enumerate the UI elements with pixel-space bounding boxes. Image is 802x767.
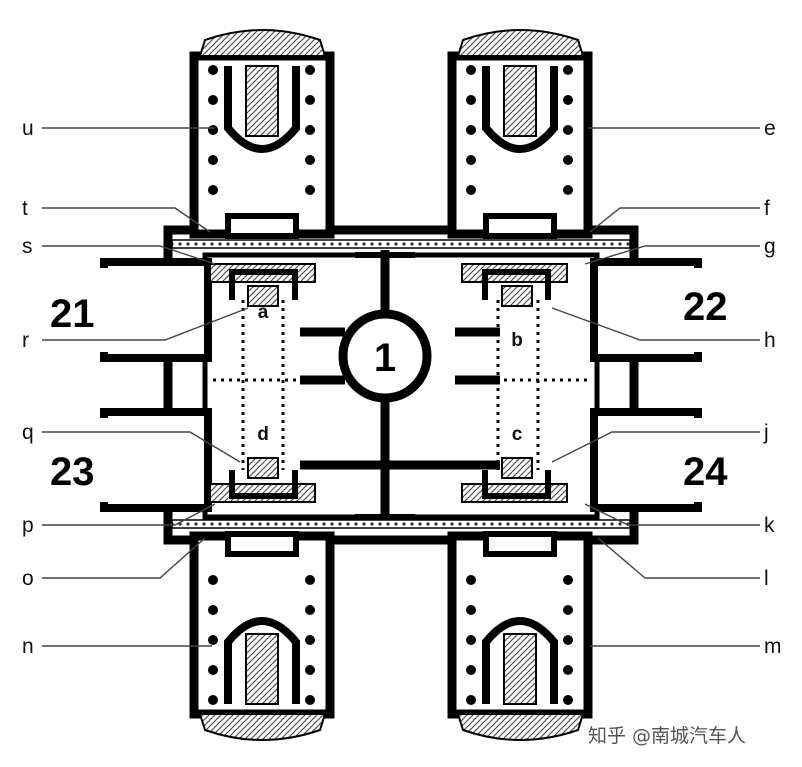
label-n: n: [22, 635, 34, 658]
spring-coil: [466, 125, 476, 135]
spring-coil: [305, 155, 315, 165]
label-t: t: [22, 197, 28, 220]
label-o: o: [22, 567, 34, 590]
spring-coil: [563, 605, 573, 615]
spring-coil: [563, 65, 573, 75]
label-h: h: [764, 329, 776, 352]
port-pipe-22: [590, 258, 702, 362]
spring-coils: [208, 65, 573, 705]
spring-coil: [563, 125, 573, 135]
spring-coil: [208, 185, 218, 195]
spring-coil: [305, 635, 315, 645]
spring-coil: [208, 635, 218, 645]
spring-coil: [208, 125, 218, 135]
spring-coil: [466, 185, 476, 195]
spring-coil: [563, 635, 573, 645]
valve-b: [461, 263, 568, 307]
spring-coil: [305, 95, 315, 105]
spring-coil: [208, 695, 218, 705]
spring-coil: [208, 95, 218, 105]
valve-a: [209, 263, 316, 307]
spring-coil: [466, 695, 476, 705]
spring-coil: [208, 575, 218, 585]
inner-label-c: c: [512, 424, 523, 445]
label-e: e: [764, 117, 776, 140]
label-m: m: [764, 635, 782, 658]
label-l: l: [764, 567, 769, 590]
spring-coil: [305, 575, 315, 585]
label-p: p: [22, 514, 34, 537]
leader-lines: [42, 127, 760, 647]
label-g: g: [764, 235, 776, 258]
central-chamber: [338, 309, 432, 403]
label-s: s: [22, 235, 33, 258]
left-labels: u t s r q p o n: [22, 117, 34, 658]
label-u: u: [22, 117, 34, 140]
port-label-21: 21: [50, 292, 95, 336]
valve-body: [100, 29, 702, 741]
spring-coil: [563, 185, 573, 195]
inner-label-b: b: [511, 330, 523, 351]
spring-coil: [208, 155, 218, 165]
port-pipe-23: [100, 408, 212, 512]
label-f: f: [764, 197, 770, 220]
spring-coil: [208, 665, 218, 675]
spring-coil: [563, 95, 573, 105]
port-label-22: 22: [683, 285, 728, 329]
label-r: r: [22, 329, 29, 352]
spring-coil: [208, 605, 218, 615]
spring-coil: [305, 185, 315, 195]
spring-coil: [305, 665, 315, 675]
label-j: j: [763, 421, 769, 444]
spring-housing-bottom-left: [189, 531, 335, 741]
spring-coil: [208, 65, 218, 75]
spring-coil: [305, 605, 315, 615]
spring-coil: [466, 605, 476, 615]
spring-coil: [305, 125, 315, 135]
center-label: 1: [374, 336, 396, 380]
port-label-24: 24: [683, 450, 728, 494]
port-pipe-24: [590, 408, 702, 512]
port-label-23: 23: [50, 450, 95, 494]
spring-coil: [466, 575, 476, 585]
label-q: q: [22, 421, 34, 444]
port-pipe-21: [100, 258, 212, 362]
inner-label-d: d: [257, 424, 269, 445]
valve-c: [461, 457, 568, 503]
spring-coil: [305, 695, 315, 705]
valve-d: [209, 457, 316, 503]
watermark: 知乎 @南城汽车人: [588, 725, 746, 747]
spring-coil: [466, 95, 476, 105]
label-k: k: [764, 514, 775, 537]
spring-housing-top-right: [447, 29, 593, 239]
spring-housing-bottom-right: [447, 531, 593, 741]
inner-label-a: a: [258, 302, 269, 323]
right-labels: e f g h j k l m: [763, 117, 782, 658]
spring-coil: [563, 665, 573, 675]
spring-coil: [466, 155, 476, 165]
spring-coil: [563, 155, 573, 165]
spring-coil: [466, 665, 476, 675]
spring-coil: [466, 65, 476, 75]
spring-housing-top-left: [189, 29, 335, 239]
spring-coil: [466, 635, 476, 645]
spring-coil: [563, 575, 573, 585]
spring-coil: [305, 65, 315, 75]
spring-coil: [563, 695, 573, 705]
